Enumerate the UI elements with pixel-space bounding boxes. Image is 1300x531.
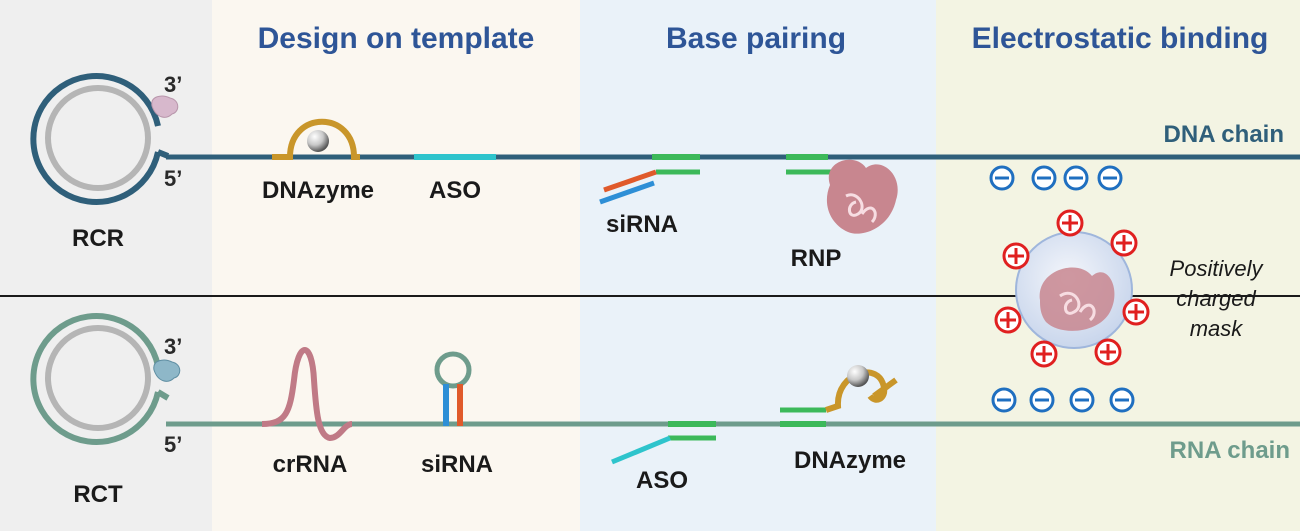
aso-label-top: ASO: [429, 177, 481, 204]
negative-charges-top: [989, 165, 1123, 191]
dnazyme-label-bottom: DNAzyme: [794, 447, 906, 474]
mask-guide-rna: [1059, 291, 1096, 322]
rcr-label: RCR: [72, 225, 124, 252]
aso-label-bottom: ASO: [636, 467, 688, 494]
bottom-3-end: 3’: [164, 334, 182, 359]
rna-chain-label: RNA chain: [1170, 437, 1290, 464]
rnp-protein: [826, 159, 898, 234]
panel-base-pairing: [580, 0, 936, 531]
mask-label-line2: charged: [1176, 286, 1256, 311]
rcr-circle: [30, 73, 170, 205]
top-3-end: 3’: [164, 72, 182, 97]
negative-charges-bottom: [991, 387, 1135, 413]
rnp-guide-rna: [845, 193, 877, 224]
aso-strand-bottom: [611, 435, 671, 465]
rct-circle: [30, 313, 170, 445]
sirna-strand-orange: [603, 169, 657, 193]
dna-chain-label: DNA chain: [1164, 121, 1284, 148]
sirna-label-bottom: siRNA: [421, 451, 493, 478]
hairpin-loop: [434, 351, 472, 389]
metal-ion-bead-top: [307, 130, 329, 152]
positive-charges: [994, 209, 1150, 368]
dnazyme-label-top: DNAzyme: [262, 177, 374, 204]
rnp-label: RNP: [791, 245, 842, 272]
polymerase-blob-bottom: [153, 359, 181, 382]
metal-ion-bead-bottom: [847, 365, 869, 387]
header-base-pairing: Base pairing: [666, 22, 846, 55]
crrna-label: crRNA: [273, 451, 348, 478]
panel-design: [212, 0, 580, 531]
sirna-strand-blue: [599, 180, 655, 205]
top-5-end: 5’: [164, 166, 182, 191]
rct-label: RCT: [73, 481, 123, 508]
header-electrostatic: Electrostatic binding: [972, 22, 1269, 55]
dnazyme-loop-bottom: [825, 369, 898, 413]
sirna-label-top: siRNA: [606, 211, 678, 238]
crrna-strand: [261, 347, 353, 442]
mask-label-line1: Positively: [1170, 256, 1265, 281]
header-design: Design on template: [258, 22, 535, 55]
bottom-5-end: 5’: [164, 432, 182, 457]
mask-label-line3: mask: [1190, 316, 1244, 341]
dnazyme-loop-top: [272, 118, 360, 160]
polymerase-blob-top: [151, 95, 179, 118]
